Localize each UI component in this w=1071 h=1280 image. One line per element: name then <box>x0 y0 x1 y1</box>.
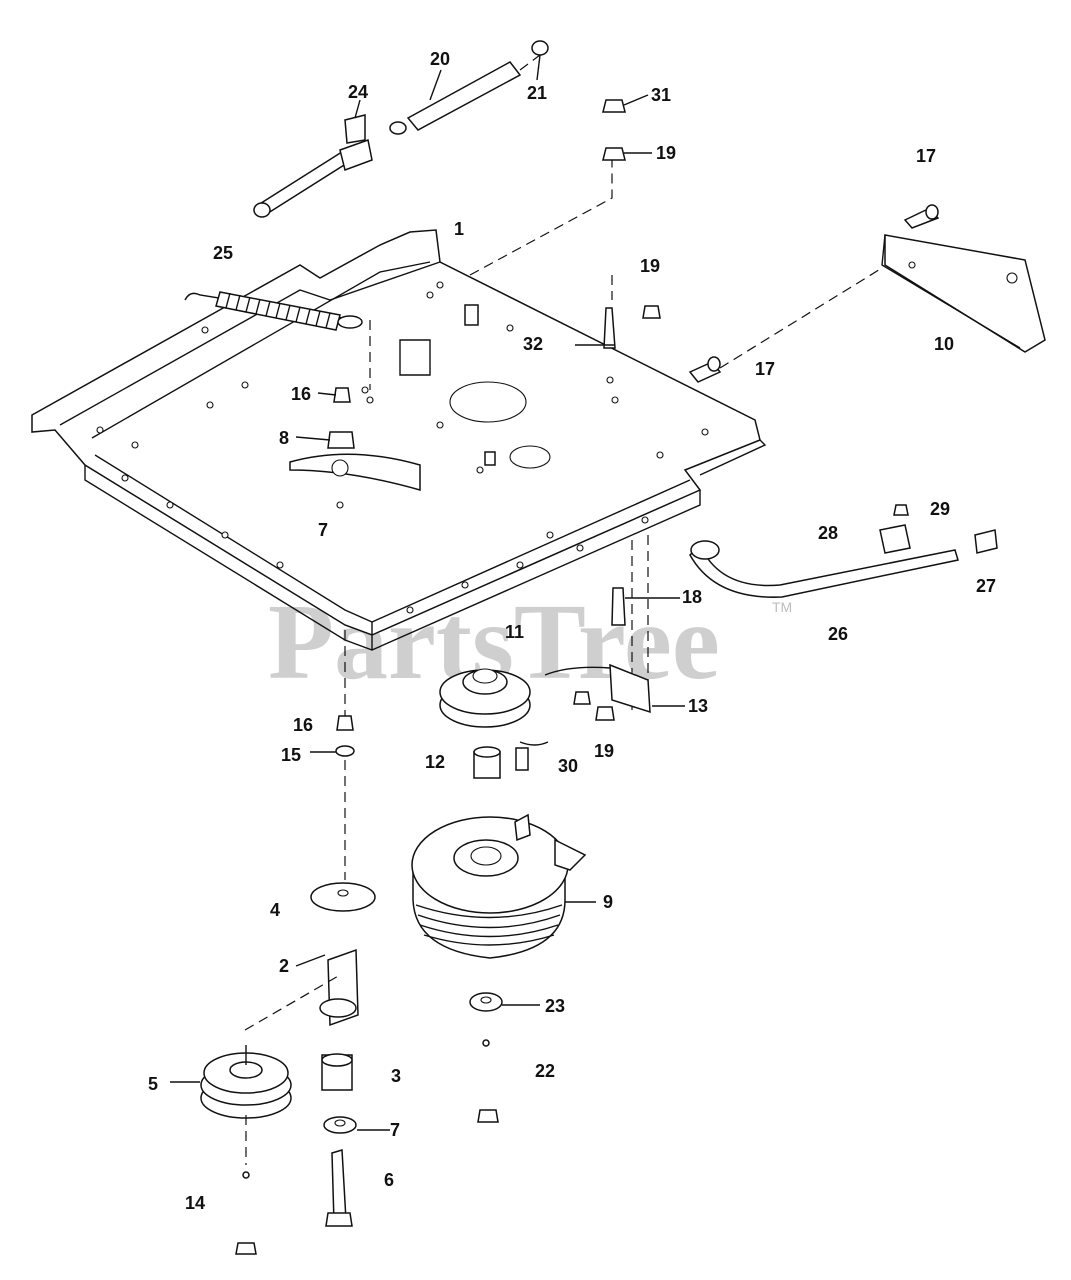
bracket-10 <box>469 160 1046 383</box>
callout-9: 9 <box>603 892 613 912</box>
callout-26: 26 <box>828 624 848 644</box>
washer-23 <box>469 992 503 1123</box>
callout-16-top: 16 <box>291 384 311 404</box>
callout-20: 20 <box>430 49 450 69</box>
callout-19-top: 19 <box>656 143 676 163</box>
callout-17-mid: 17 <box>755 359 775 379</box>
callout-24: 24 <box>348 82 368 102</box>
main-plate <box>31 229 767 651</box>
upper-hardware <box>327 99 661 449</box>
callout-29: 29 <box>930 499 950 519</box>
callout-23: 23 <box>545 996 565 1016</box>
callout-7-low: 7 <box>390 1120 400 1140</box>
clutch-9 <box>411 813 587 959</box>
leader-lines <box>170 54 685 1131</box>
callout-31: 31 <box>651 85 671 105</box>
callout-22: 22 <box>535 1061 555 1081</box>
callout-3: 3 <box>391 1066 401 1086</box>
callout-16-low: 16 <box>293 715 313 735</box>
callout-7-top: 7 <box>318 520 328 540</box>
callout-18: 18 <box>682 587 702 607</box>
callout-28: 28 <box>818 523 838 543</box>
callout-14: 14 <box>185 1193 205 1213</box>
callout-1: 1 <box>454 219 464 239</box>
callout-19-mid: 19 <box>640 256 660 276</box>
idler-stack <box>244 630 376 1227</box>
callout-6: 6 <box>384 1170 394 1190</box>
callout-25: 25 <box>213 243 233 263</box>
watermark-trademark: TM <box>772 599 792 615</box>
callout-15: 15 <box>281 745 301 765</box>
rod-assembly <box>253 40 549 218</box>
callout-13: 13 <box>688 696 708 716</box>
pulley-5 <box>200 1045 292 1255</box>
hose-assembly <box>689 504 998 598</box>
bracket-13 <box>544 535 651 721</box>
callout-32: 32 <box>523 334 543 354</box>
callout-10: 10 <box>934 334 954 354</box>
callout-19-low: 19 <box>594 741 614 761</box>
callout-4: 4 <box>270 900 280 920</box>
callout-8: 8 <box>279 428 289 448</box>
spring <box>184 291 363 331</box>
callout-11: 11 <box>505 622 524 642</box>
callout-30: 30 <box>558 756 578 776</box>
callout-12: 12 <box>425 752 445 772</box>
callout-2: 2 <box>279 956 289 976</box>
callout-27: 27 <box>976 576 996 596</box>
callout-21: 21 <box>527 83 547 103</box>
callout-labels: 20 21 24 31 19 17 1 25 19 32 10 17 16 8 … <box>148 49 996 1213</box>
callout-17-top: 17 <box>916 146 936 166</box>
pulley-11 <box>439 668 531 728</box>
callout-5: 5 <box>148 1074 158 1094</box>
spacer-12 <box>473 741 549 779</box>
